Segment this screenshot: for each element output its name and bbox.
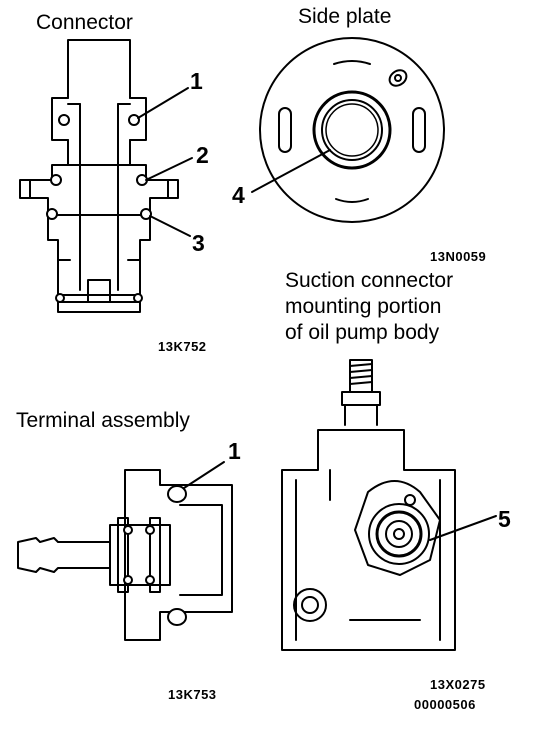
terminal-assembly-title: Terminal assembly [16, 409, 190, 432]
callout-5: 5 [498, 506, 511, 532]
connector-drawing [19, 39, 179, 313]
connector-o-rings [46, 114, 152, 303]
terminal-assembly-drawing [17, 469, 233, 641]
connector-title: Connector [36, 11, 133, 34]
pump-body-title-line-3: of oil pump body [285, 321, 440, 344]
leader-5 [429, 515, 497, 541]
side-plate-title: Side plate [298, 5, 392, 28]
side-plate-figure-code: 13N0059 [430, 249, 487, 264]
pump-body-figure-code: 13X0275 [430, 677, 486, 692]
terminal-o-rings [123, 485, 187, 626]
leader-1 [137, 87, 189, 119]
document-number: 00000506 [414, 697, 476, 712]
leader-4 [251, 149, 331, 193]
side-plate-drawing [259, 37, 445, 223]
pump-body-drawing [281, 359, 456, 651]
callout-3: 3 [192, 230, 205, 256]
pump-body-title-line-2: mounting portion [285, 295, 442, 318]
terminal-assembly-figure-code: 13K753 [168, 687, 217, 702]
callout-1: 1 [190, 68, 203, 94]
leader-2 [145, 157, 193, 181]
leader-1b [183, 461, 225, 489]
leader-3 [149, 215, 191, 237]
callout-2: 2 [196, 142, 209, 168]
callout-1b: 1 [228, 438, 241, 464]
connector-figure-code: 13K752 [158, 339, 207, 354]
pump-body-title-line-1: Suction connector [285, 269, 454, 292]
callout-4: 4 [232, 182, 245, 208]
